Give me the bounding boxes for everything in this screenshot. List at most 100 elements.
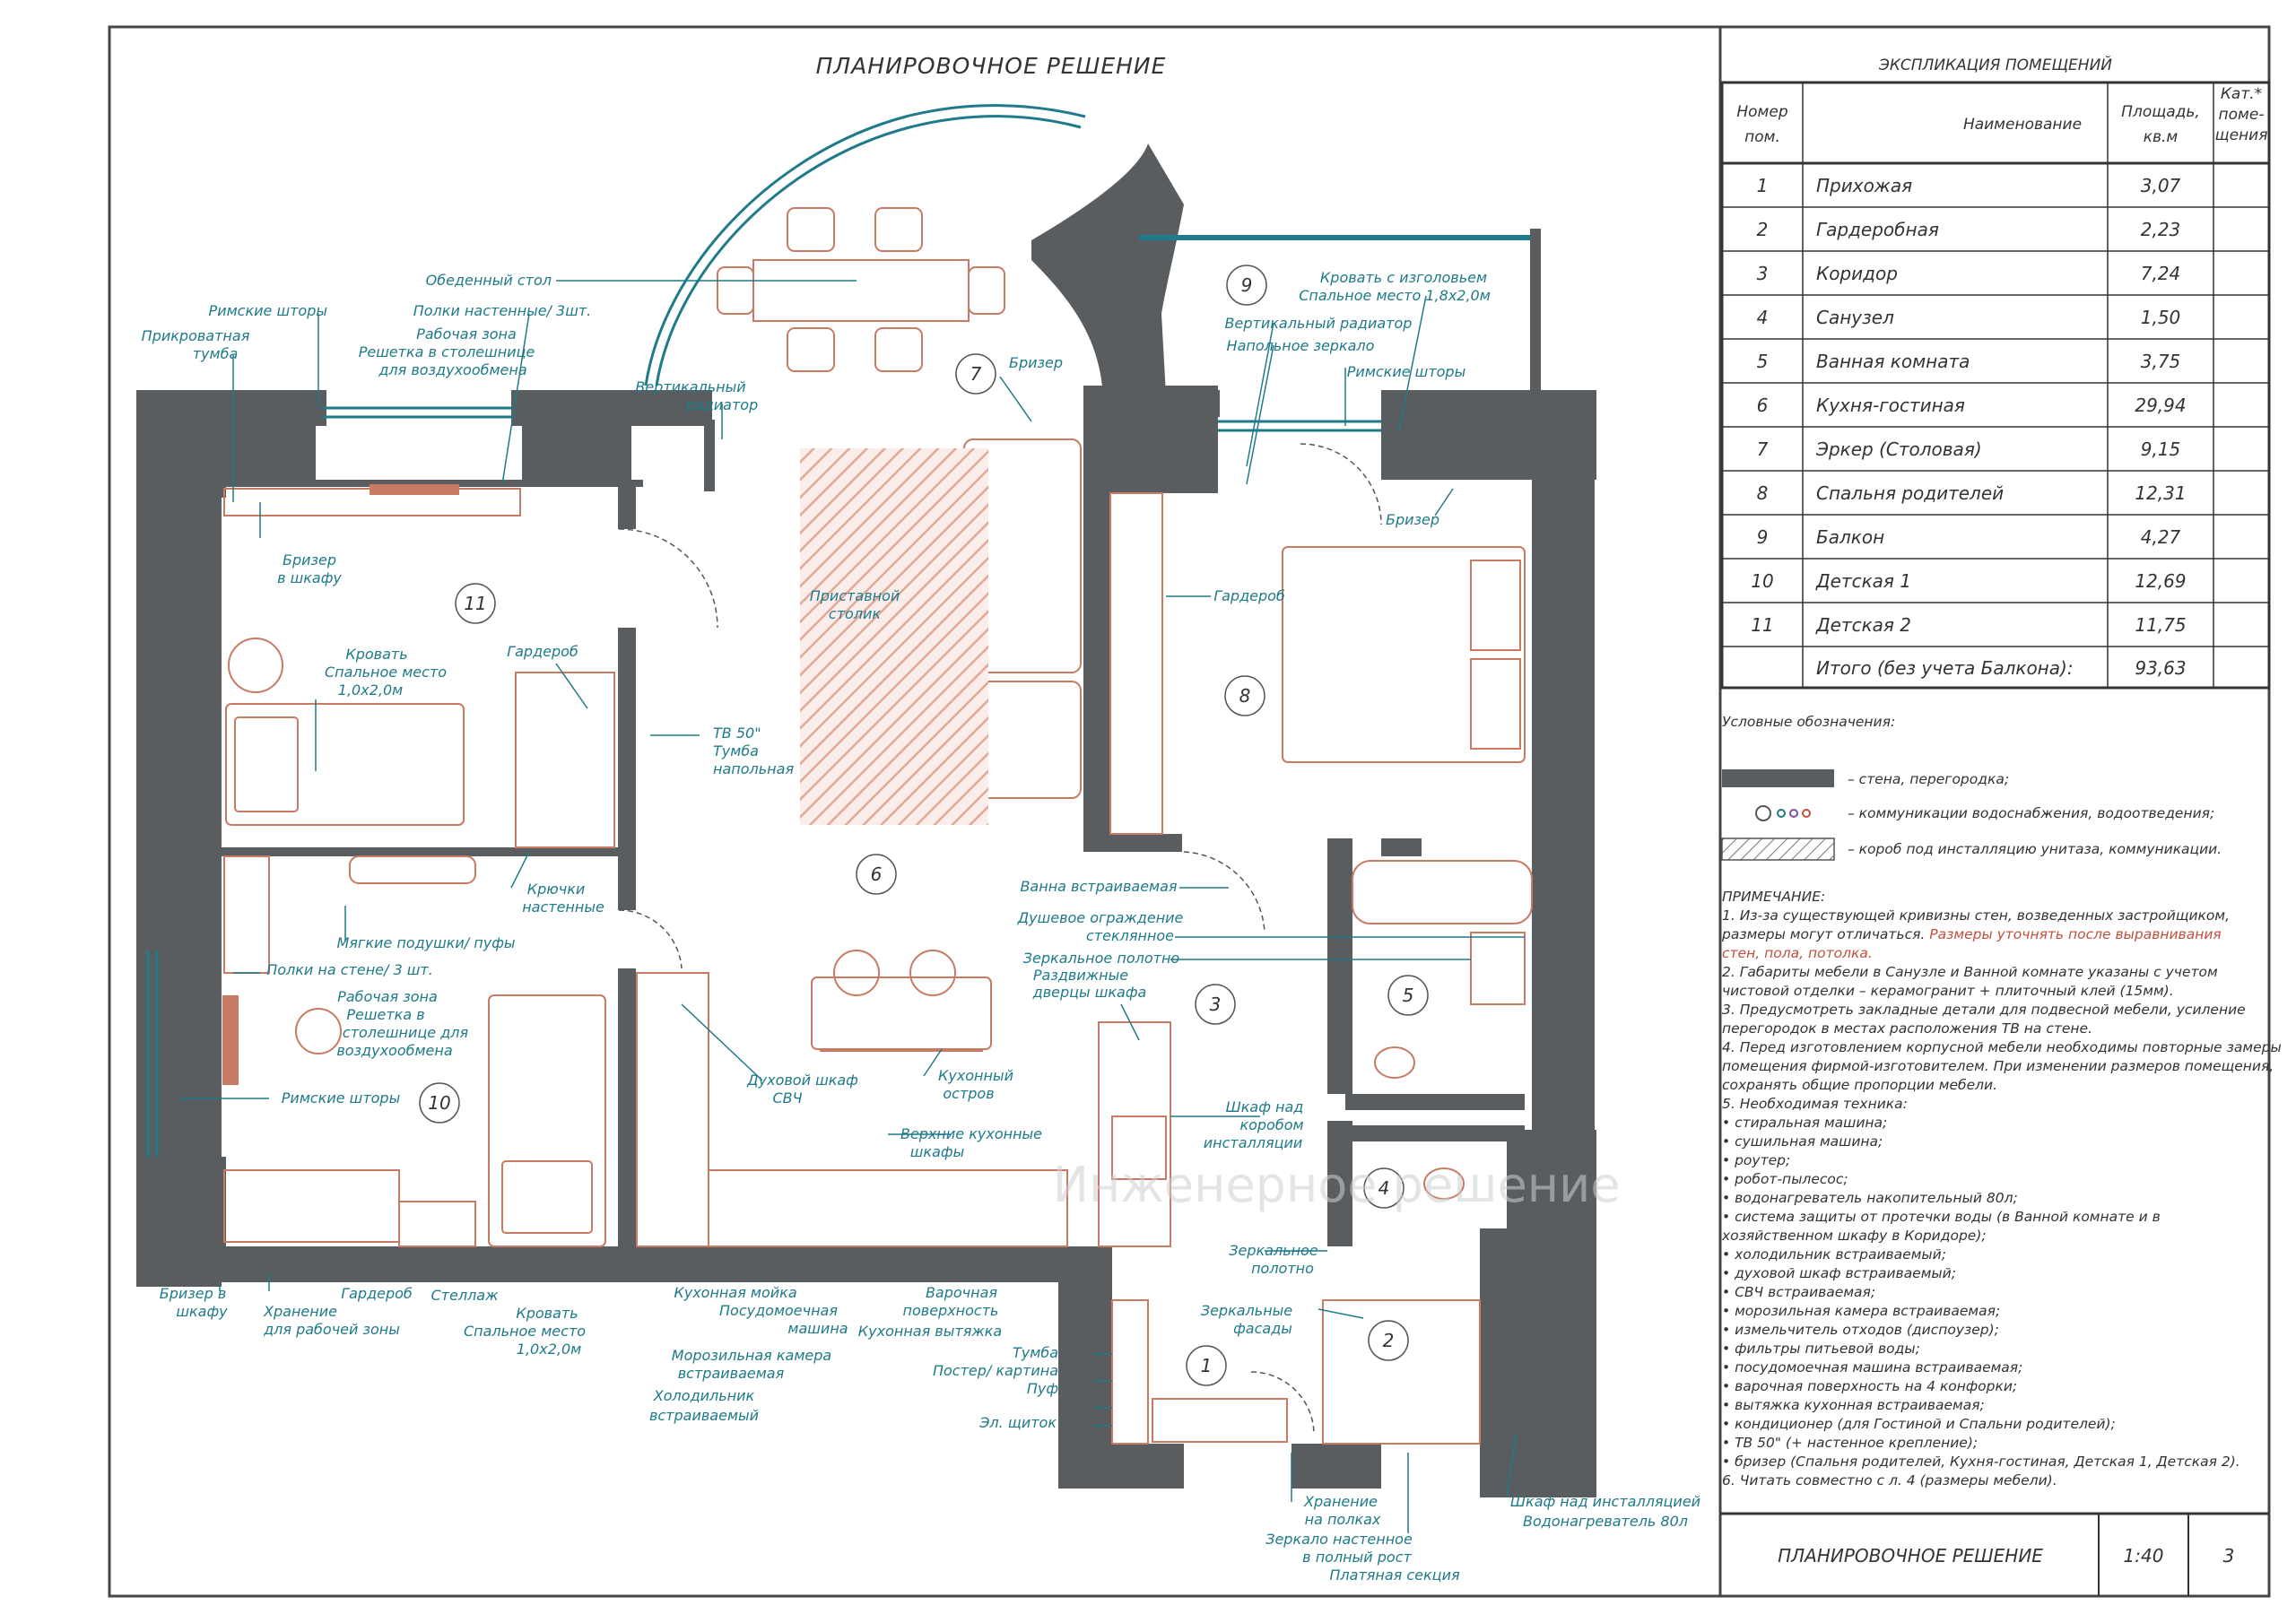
label-bed-parent-a: Кровать с изголовьем xyxy=(1320,269,1487,286)
row-name: Гардеробная xyxy=(1816,219,1939,240)
label-bedside-b: тумба xyxy=(193,345,239,362)
label-cab-over-install-b: Водонагреватель 80л xyxy=(1523,1513,1688,1530)
note-line: • вытяжка кухонная встраиваемая; xyxy=(1722,1397,1985,1413)
row-name: Коридор xyxy=(1816,263,1898,284)
label-rack: Стеллаж xyxy=(430,1287,499,1304)
row-name: Эркер (Столовая) xyxy=(1815,438,1982,460)
watermark: Инженерное решение xyxy=(1053,1157,1621,1213)
room-number-8: 8 xyxy=(1239,685,1251,707)
row-area: 29,94 xyxy=(2135,395,2186,416)
row-name: Детская 2 xyxy=(1815,614,1911,636)
row-num: 1 xyxy=(1757,175,1769,196)
label-hob-b: поверхность xyxy=(903,1302,999,1319)
row-name: Прихожая xyxy=(1816,175,1912,196)
row-name: Балкон xyxy=(1816,526,1884,548)
label-sink: Кухонная мойка xyxy=(674,1284,796,1301)
legend-title: Условные обозначения: xyxy=(1722,714,1895,730)
label-wardrobe-3: Гардероб xyxy=(341,1285,413,1302)
room-number-3: 3 xyxy=(1210,994,1222,1015)
room-number-text: 1 2 3 4 5 6 7 8 9 10 11 xyxy=(428,274,1413,1376)
note-line: хозяйственном шкафу в Коридоре); xyxy=(1721,1228,1987,1244)
label-wall-shelves-3b: Полки на стене/ 3 шт. xyxy=(266,961,433,978)
header-area-1: Площадь, xyxy=(2121,103,2200,121)
note-line: 5. Необходимая техника: xyxy=(1722,1096,1908,1112)
notes: ПРИМЕЧАНИЕ: 1. Из-за существующей кривиз… xyxy=(1721,889,2282,1488)
label-breezer-wardrobe-a: Бризер xyxy=(283,551,336,568)
label-tv-c: напольная xyxy=(713,760,794,777)
note-line: • духовой шкаф встраиваемый; xyxy=(1722,1265,1956,1281)
label-breezer-wardrobe-b: в шкафу xyxy=(277,569,342,586)
label-mirror-panel-2a: Зеркальное xyxy=(1229,1242,1318,1259)
note-line: 2. Габариты мебели в Санузле и Ванной ко… xyxy=(1722,964,2218,980)
label-dishwasher-a: Посудомоечная xyxy=(719,1302,838,1319)
explication-rows: 1 Прихожая 3,07 2 Гардеробная 2,23 3 Кор… xyxy=(1751,175,2186,679)
legend-wall-swatch xyxy=(1722,769,1834,787)
label-vertical-radiator-b: радиатор xyxy=(685,396,759,413)
note-line: • робот-пылесос; xyxy=(1722,1171,1848,1187)
label-vertical-radiator-a: Вертикальный xyxy=(635,378,745,395)
row-name: Спальня родителей xyxy=(1816,482,2004,504)
note-line: • система защиты от протечки воды (в Ван… xyxy=(1722,1209,2161,1225)
label-shelf-storage-a: Хранение xyxy=(1303,1493,1378,1510)
label-breezer-2: Бризер xyxy=(1386,511,1439,528)
room-number-4: 4 xyxy=(1378,1177,1390,1199)
header-num-2: пом. xyxy=(1744,128,1780,146)
label-bed-child1-b: Спальное место xyxy=(464,1323,586,1340)
label-oven-a: Духовой шкаф xyxy=(746,1072,858,1089)
room-number-11: 11 xyxy=(464,593,486,614)
header-cat-3: щения xyxy=(2215,126,2268,144)
stamp-title: ПЛАНИРОВОЧНОЕ РЕШЕНИЕ xyxy=(1778,1545,2043,1567)
row-num: 11 xyxy=(1751,614,1773,636)
label-el-panel: Эл. щиток xyxy=(978,1414,1057,1431)
label-dishwasher-b: машина xyxy=(787,1320,848,1337)
note-line: сохранять общие пропорции мебели. xyxy=(1722,1077,1997,1093)
label-shower-a: Душевое ограждение xyxy=(1017,909,1184,926)
label-roman-blinds-2: Римские шторы xyxy=(1347,363,1465,380)
label-floor-mirror: Напольное зеркало xyxy=(1227,337,1375,354)
row-num: 4 xyxy=(1757,307,1769,328)
label-cab-over-box-b: коробом xyxy=(1239,1116,1303,1133)
label-full-mirror-a: Зеркало настенное xyxy=(1265,1531,1413,1548)
room-number-9: 9 xyxy=(1241,274,1253,296)
leader-lines xyxy=(179,280,1525,1533)
label-upper-cab-a: Верхние кухонные xyxy=(900,1125,1042,1142)
stamp-scale: 1:40 xyxy=(2124,1545,2164,1567)
label-hooks-b: настенные xyxy=(522,898,604,916)
legend-plumbing-text: – коммуникации водоснабжения, водоотведе… xyxy=(1848,805,2214,821)
header-name: Наименование xyxy=(1963,116,2082,134)
label-poster: Постер/ картина xyxy=(933,1362,1058,1379)
legend: Условные обозначения: – стена, перегород… xyxy=(1721,714,2222,861)
label-storage-b: для рабочей зоны xyxy=(263,1321,400,1338)
label-tv-a: ТВ 50" xyxy=(713,725,761,742)
label-cab-over-install-a: Шкаф над инсталляцией xyxy=(1510,1493,1700,1510)
label-cab-over-box-c: инсталляции xyxy=(1204,1134,1303,1151)
label-storage-a: Хранение xyxy=(263,1303,337,1320)
note-line: • измельчитель отходов (диспоузер); xyxy=(1722,1322,1999,1338)
label-freezer-a: Морозильная камера xyxy=(672,1347,831,1364)
header-area-2: кв.м xyxy=(2144,128,2179,146)
row-area: 12,31 xyxy=(2135,482,2186,504)
label-work-zone-c: для воздухообмена xyxy=(378,361,526,378)
label-bed-child2-a: Кровать xyxy=(345,646,407,663)
note-line: • морозильная камера встраиваемая; xyxy=(1722,1303,2000,1319)
legend-plumbing-icon xyxy=(1755,805,1811,821)
room-number-6: 6 xyxy=(871,864,883,885)
row-area: 11,75 xyxy=(2135,614,2186,636)
drawing-title: ПЛАНИРОВОЧНОЕ РЕШЕНИЕ xyxy=(816,53,1167,79)
label-work-zone-a: Рабочая зона xyxy=(416,325,517,343)
plan-labels: Обеденный стол Римские шторы Полки насте… xyxy=(142,269,1700,1584)
label-bed-parent-b: Спальное место 1,8х2,0м xyxy=(1299,287,1491,304)
note-line: • стиральная машина; xyxy=(1722,1115,1887,1131)
row-name: Ванная комната xyxy=(1816,351,1970,372)
note-line: • сушильная машина; xyxy=(1722,1133,1883,1150)
note-line: • бризер (Спальня родителей, Кухня-гости… xyxy=(1722,1454,2240,1470)
room-number-2: 2 xyxy=(1383,1330,1395,1351)
notes-title: ПРИМЕЧАНИЕ: xyxy=(1722,889,1825,905)
label-sliding-a: Раздвижные xyxy=(1033,967,1128,984)
label-work-zone2-b: Решетка в xyxy=(346,1006,424,1023)
row-name: Кухня-гостиная xyxy=(1816,395,1965,416)
label-sliding-b: дверцы шкафа xyxy=(1032,984,1147,1001)
note-line: помещения фирмой-изготовителем. При изме… xyxy=(1722,1058,2274,1074)
label-mirror-facades-a: Зеркальные xyxy=(1201,1302,1292,1319)
